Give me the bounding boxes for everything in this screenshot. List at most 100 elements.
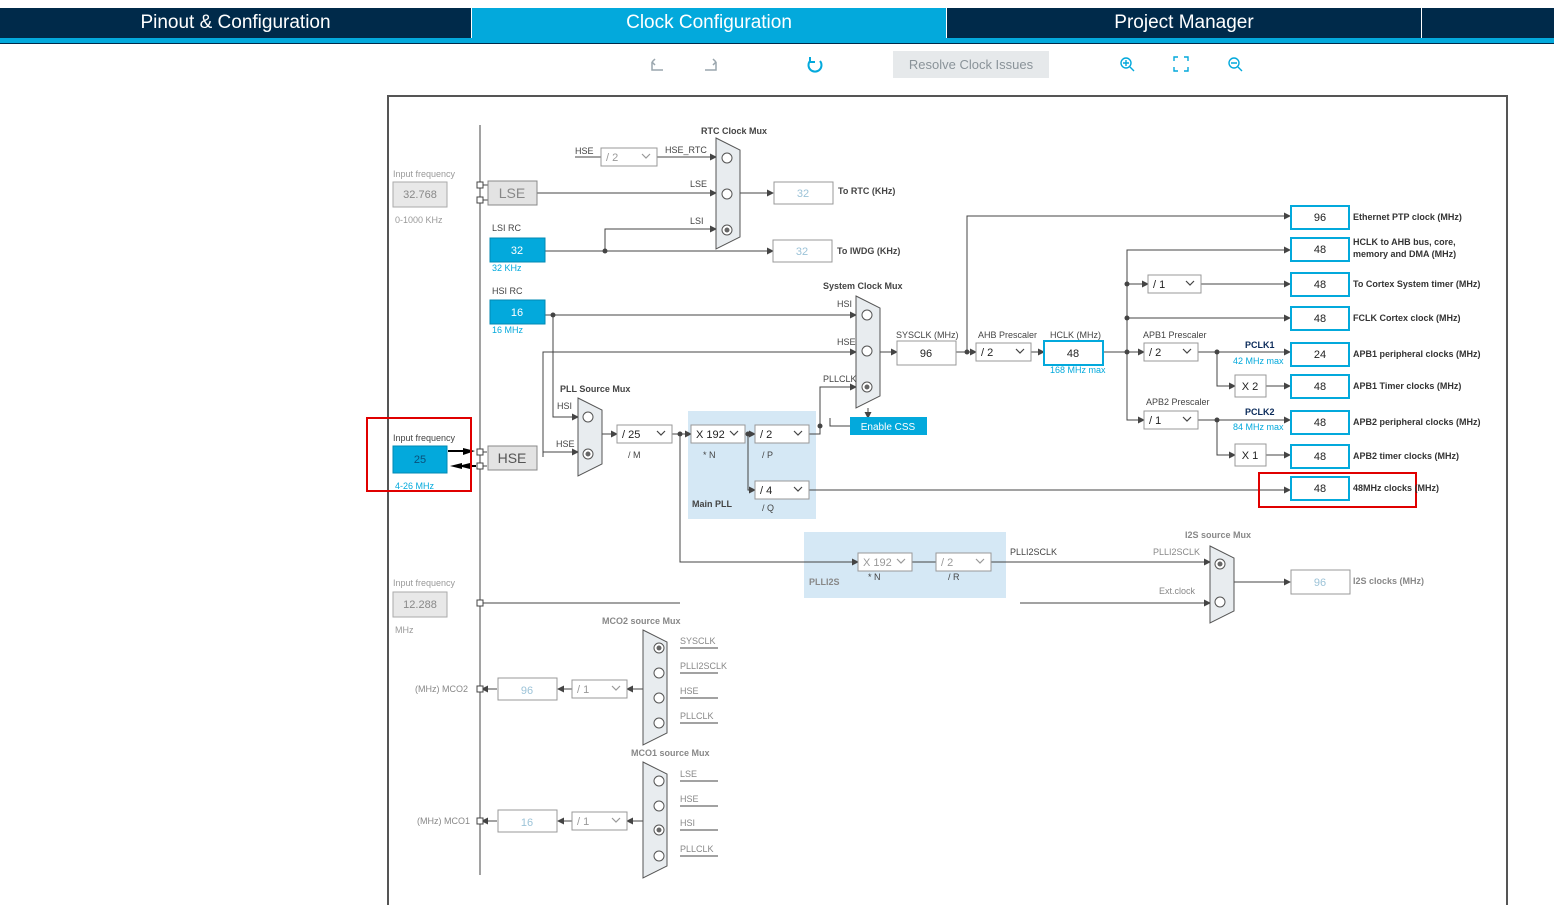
iwdg-out-value: 32 xyxy=(796,246,808,258)
lse-range: 0-1000 KHz xyxy=(395,215,443,225)
redo-icon[interactable] xyxy=(705,58,717,71)
clock-tree-canvas xyxy=(387,95,1508,905)
mux-selectors[interactable] xyxy=(582,152,1226,862)
fit-icon[interactable] xyxy=(1173,56,1189,72)
cortex-timer-value-box[interactable] xyxy=(1290,272,1350,297)
apb1-timer-mul: X 2 xyxy=(1242,381,1259,393)
apb1-peripheral-value: 24 xyxy=(1314,349,1326,361)
resolve-clock-issues-button[interactable]: Resolve Clock Issues xyxy=(893,51,1049,78)
highlight-boxes xyxy=(366,417,1417,508)
fclk-cortex-label: FCLK Cortex clock (MHz) xyxy=(1353,313,1461,323)
lse-block xyxy=(487,180,538,206)
pll-source-mux xyxy=(577,397,603,477)
clk-48mhz-label: 48MHz clocks (MHz) xyxy=(1353,483,1439,493)
tab-underline xyxy=(0,38,1554,43)
chevron-down-icon xyxy=(729,430,739,436)
muxes xyxy=(577,137,1235,879)
i2s-mux-title: I2S source Mux xyxy=(1185,530,1251,540)
zoom-in-icon[interactable] xyxy=(1120,57,1135,72)
hsi-block xyxy=(489,299,546,325)
ahb-prescaler-select[interactable] xyxy=(975,342,1032,362)
undo-icon[interactable] xyxy=(651,58,663,71)
apb2-peripheral-value: 48 xyxy=(1314,417,1326,429)
ext-freq-label: Input frequency xyxy=(393,578,456,588)
pll-p-label: / P xyxy=(762,450,773,460)
hclk-ahb-value-box[interactable] xyxy=(1290,237,1350,262)
rtc-hse-rtc-label: HSE_RTC xyxy=(665,145,707,155)
apb1-timer-value: 48 xyxy=(1314,381,1326,393)
pll-m-select[interactable] xyxy=(616,424,673,444)
tab-project-manager[interactable]: Project Manager xyxy=(1114,12,1254,33)
hclk-max: 168 MHz max xyxy=(1050,365,1106,375)
apb1-peripheral-value-box[interactable] xyxy=(1290,342,1350,367)
apb2-timer-mul: X 1 xyxy=(1242,450,1259,462)
sys-mux-pllclk: PLLCLK xyxy=(823,374,857,384)
lse-freq-label: Input frequency xyxy=(393,169,456,179)
mco1-mux-title: MCO1 source Mux xyxy=(631,748,710,758)
hclk-label: HCLK (MHz) xyxy=(1050,330,1101,340)
mux-selected-dots xyxy=(585,227,1223,833)
lse-block-label: LSE xyxy=(499,185,525,201)
hse-freq-label: Input frequency xyxy=(393,433,456,443)
ethernet-ptp-value-box[interactable] xyxy=(1290,205,1350,230)
pll-mux-hse: HSE xyxy=(556,439,575,449)
mco2-mux-title: MCO2 source Mux xyxy=(602,616,681,626)
rtc-out-value: 32 xyxy=(797,188,809,200)
hclk-value: 48 xyxy=(1067,348,1079,360)
pll-q-select[interactable] xyxy=(754,480,810,500)
sys-mux-title: System Clock Mux xyxy=(823,281,903,291)
mco2-divider-select[interactable] xyxy=(571,679,628,699)
pll-p-select[interactable] xyxy=(754,424,810,444)
hse-freq-input[interactable] xyxy=(392,445,448,474)
pll-m-label: / M xyxy=(628,450,641,460)
chevron-down-icon xyxy=(1015,348,1025,354)
pll-n-label: * N xyxy=(703,450,716,460)
refresh-icon[interactable] xyxy=(807,57,823,73)
lsi-value: 32 xyxy=(511,245,523,257)
apb1-label: APB1 Prescaler xyxy=(1143,330,1207,340)
rtc-divider-select[interactable] xyxy=(600,147,658,167)
hsi-title: HSI RC xyxy=(492,286,523,296)
fclk-cortex-value: 48 xyxy=(1314,313,1326,325)
cortex-timer-divider-select[interactable] xyxy=(1147,274,1202,294)
plli2s-n-select-value: X 192 xyxy=(863,557,892,569)
apb2-prescaler-select[interactable] xyxy=(1143,410,1199,430)
rtc-out-label: To RTC (KHz) xyxy=(838,186,895,196)
apb1-prescaler-select-value: / 2 xyxy=(1149,347,1161,359)
hclk-value-box[interactable] xyxy=(1043,340,1104,366)
apb1-timer-value-box[interactable] xyxy=(1290,374,1350,399)
apb2-peripheral-value-box[interactable] xyxy=(1290,410,1350,435)
plli2s-n-select[interactable] xyxy=(857,552,913,572)
ethernet-ptp-label: Ethernet PTP clock (MHz) xyxy=(1353,212,1462,222)
apb1-prescaler-select[interactable] xyxy=(1143,342,1199,362)
mco1-value: 16 xyxy=(521,817,533,829)
tab-pinout-configuration[interactable]: Pinout & Configuration xyxy=(140,12,331,33)
mco2-in-sysclk: SYSCLK xyxy=(680,636,716,646)
mco1-divider-select[interactable] xyxy=(571,811,628,831)
rtc-lse-label: LSE xyxy=(690,179,707,189)
enable-css-button[interactable] xyxy=(850,417,927,435)
i2s-mux-in2: Ext.clock xyxy=(1159,586,1196,596)
chevron-down-icon xyxy=(896,558,906,564)
zoom-out-icon[interactable] xyxy=(1228,57,1243,72)
rtc-divider-select-value: / 2 xyxy=(606,152,618,164)
mco2-in-hse: HSE xyxy=(680,686,699,696)
clk-48mhz-value-box[interactable] xyxy=(1290,476,1350,501)
fclk-cortex-value-box[interactable] xyxy=(1290,306,1350,331)
tab-separator xyxy=(946,8,947,38)
top-tab-bar: Pinout & Configuration Clock Configurati… xyxy=(0,8,1554,44)
ethernet-ptp-value: 96 xyxy=(1314,212,1326,224)
pll-n-select[interactable] xyxy=(690,424,746,444)
mco1-in-hse: HSE xyxy=(680,794,699,804)
plli2s-r-select[interactable] xyxy=(935,552,992,572)
sys-mux-hsi: HSI xyxy=(837,299,852,309)
hclk-ahb-label: HCLK to AHB bus, core,memory and DMA (MH… xyxy=(1353,237,1456,259)
ext-i2s-freq-input[interactable] xyxy=(392,591,448,618)
multiplier-boxes xyxy=(1234,374,1267,467)
sysclk-value: 96 xyxy=(920,348,932,360)
cortex-timer-label: To Cortex System timer (MHz) xyxy=(1353,279,1480,289)
apb2-timer-value-box[interactable] xyxy=(1290,444,1350,469)
lse-freq-input[interactable] xyxy=(392,181,448,208)
tab-clock-configuration[interactable]: Clock Configuration xyxy=(472,8,946,43)
mco2-in-plli2sclk: PLLI2SCLK xyxy=(680,661,727,671)
